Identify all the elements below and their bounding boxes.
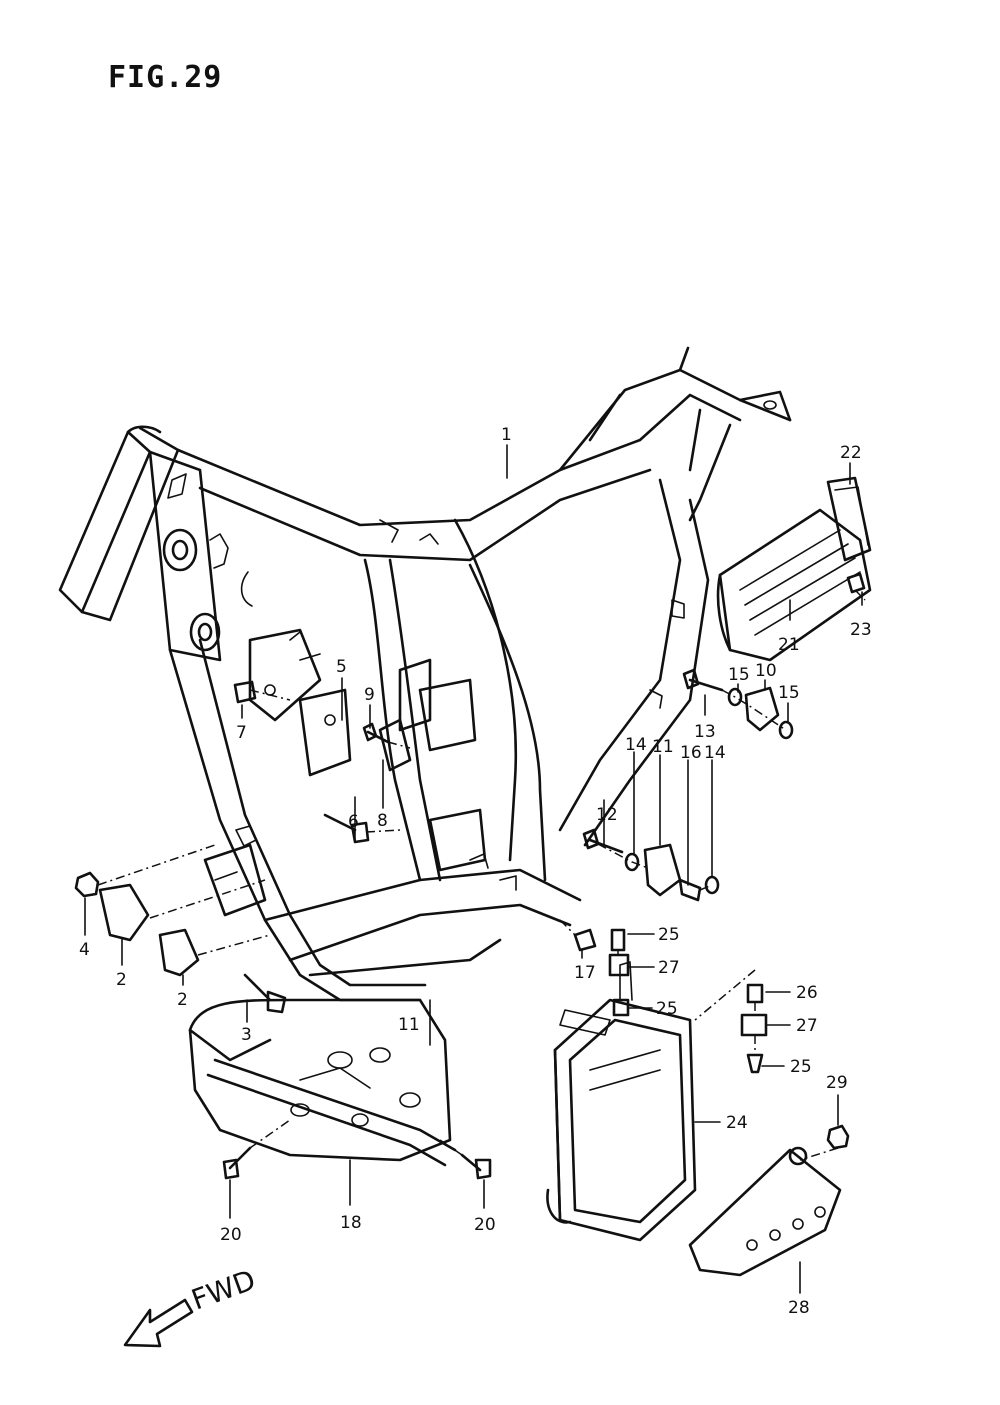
callout-2: 2 [177,990,188,1010]
callout-29: 29 [826,1073,848,1093]
fwd-label: FWD [187,1263,260,1316]
callout-2: 2 [116,970,127,990]
callout-16: 16 [680,743,702,763]
skid-plate [188,998,457,1167]
callout-25: 25 [790,1057,812,1077]
callout-25: 25 [658,925,680,945]
forward-arrow-icon [123,1298,194,1348]
callout-17: 17 [574,963,596,983]
callout-11: 11 [652,737,674,757]
callout-3: 3 [241,1025,252,1045]
callout-28: 28 [788,1298,810,1318]
radiator [546,961,697,1242]
callout-18: 18 [340,1213,362,1233]
callout-14: 14 [625,735,647,755]
callout-23: 23 [850,620,872,640]
assembly-guide-lines [97,589,866,1161]
callout-15: 15 [728,665,750,685]
hardware [74,572,866,1180]
callout-1: 1 [501,425,512,445]
callout-labels: 1 2 2 3 4 5 6 7 8 9 10 11 12 13 14 14 15… [79,425,872,1318]
callout-20: 20 [220,1225,242,1245]
leader-lines [84,444,863,1294]
callout-12: 12 [596,805,618,825]
callout-26: 26 [796,983,818,1003]
callout-20: 20 [474,1215,496,1235]
side-cover-assembly [716,476,872,662]
callout-27: 27 [658,958,680,978]
callout-13: 13 [694,722,716,742]
callout-5: 5 [336,657,347,677]
callout-7: 7 [236,723,247,743]
callout-27: 27 [796,1016,818,1036]
callout-21: 21 [778,635,800,655]
callout-8: 8 [377,811,388,831]
callout-15: 15 [778,683,800,703]
callout-22: 22 [840,443,862,463]
callout-10: 10 [755,661,777,681]
callout-11: 11 [398,1015,420,1035]
motorcycle-frame [58,346,792,1002]
callout-9: 9 [364,685,375,705]
figure-title: FIG.29 [108,60,223,95]
callout-14: 14 [704,743,726,763]
callout-6: 6 [348,812,359,832]
radiator-bracket [688,1146,842,1277]
callout-25: 25 [656,999,678,1019]
callout-24: 24 [726,1113,748,1133]
forward-direction-indicator: FWD [123,1263,260,1348]
callout-4: 4 [79,940,90,960]
